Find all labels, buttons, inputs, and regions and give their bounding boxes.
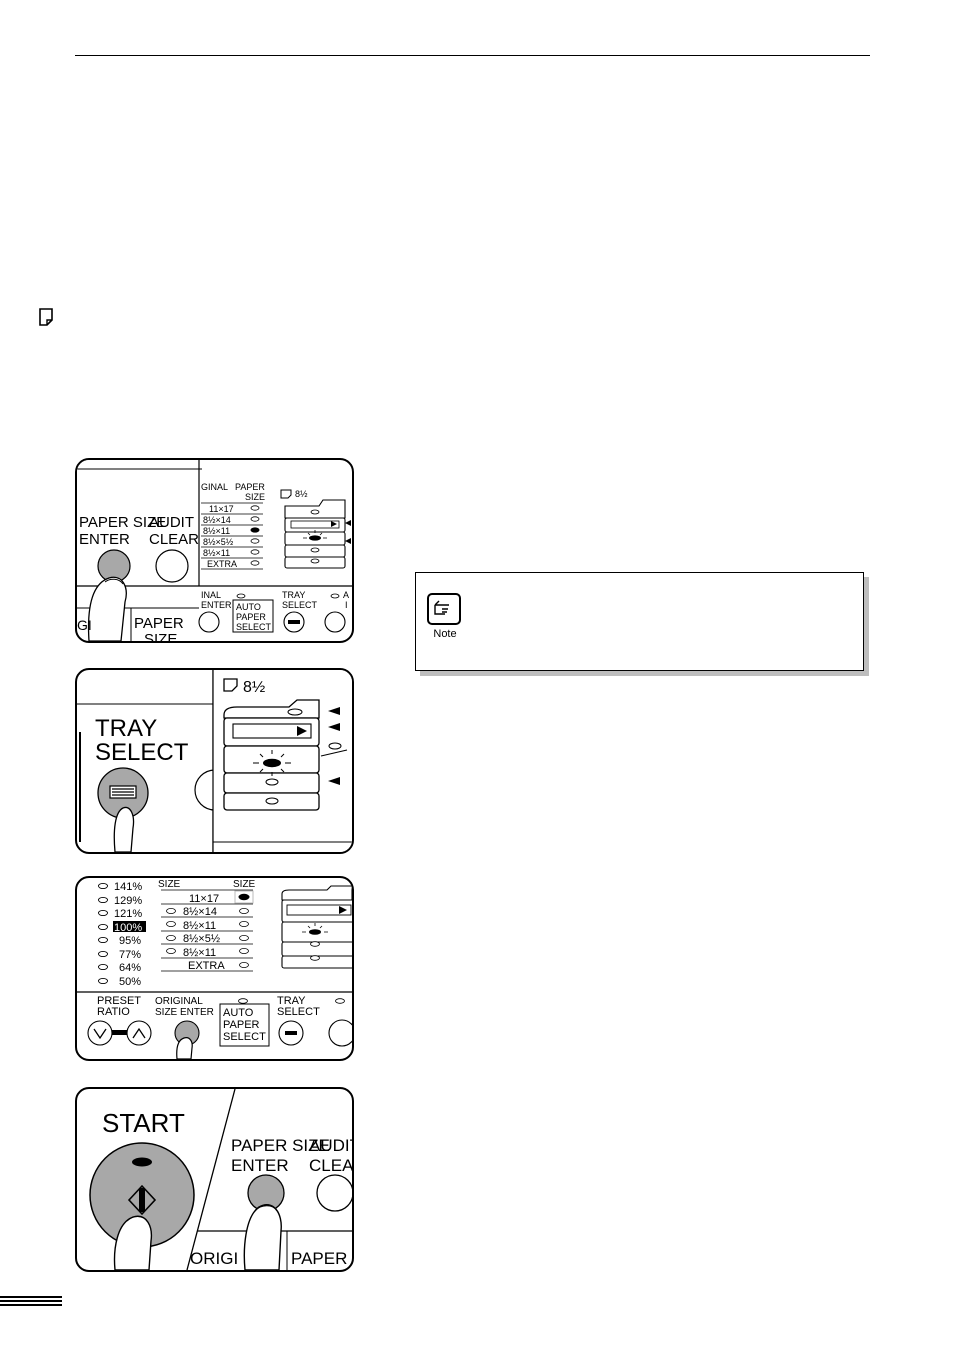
ratio-up-button[interactable] [126, 1020, 152, 1046]
panel-edge-button[interactable] [324, 611, 346, 633]
original-size-enter-1: INAL [201, 590, 221, 600]
ratio-100: 100% [114, 922, 142, 934]
audit-clear-label-1: AUDIT [309, 1136, 352, 1155]
paper-size-enter-label-1: PAPER SIZE [79, 514, 166, 531]
tray-select-label-2: SELECT [282, 600, 318, 610]
auto-paper-select-box[interactable] [232, 599, 274, 633]
finger-pressing-paper-size [243, 1204, 282, 1270]
start-label: START [102, 1108, 185, 1138]
audit-clear-label-2: CLEAR [149, 531, 199, 548]
size-row: 8½×5½ [203, 537, 234, 547]
paper-portrait-icon [280, 489, 292, 499]
bottom-right-label: PAPER [291, 1249, 347, 1268]
auto-paper-select-box[interactable] [219, 1003, 270, 1047]
paper-size-bottom-label-2: SIZE [144, 631, 177, 641]
bottom-rule [0, 1304, 62, 1306]
ratio-141: 141% [114, 881, 142, 893]
paper-portrait-icon [39, 308, 53, 326]
right-edge-label-2: I [345, 600, 348, 610]
size-header-right: SIZE [233, 879, 256, 890]
ratio-129: 129% [114, 895, 142, 907]
size-row: 8½×14 [183, 906, 217, 918]
paper-size-header-2: SIZE [245, 492, 265, 502]
panel-start: START PAPER SIZE ENTER AUDIT CLEA ORIGI … [75, 1087, 354, 1272]
paper-size-header-1: PAPER [235, 482, 265, 492]
size-header-left: SIZE [158, 879, 181, 890]
auto-paper-select-2: PAPER [223, 1019, 260, 1031]
panel-original-size-enter: 141% 129% 121% 100% 95% 77% 64% 50% SIZE… [75, 876, 354, 1061]
ratio-77: 77% [119, 949, 141, 961]
tray-icon-text: 8½ [243, 679, 265, 696]
control-panel-illustration-2: TRAY SELECT 8½ [77, 670, 352, 852]
start-ready-indicator [132, 1157, 152, 1167]
ratio-down-button[interactable] [87, 1020, 113, 1046]
bottom-left-label: ORIGI [190, 1249, 238, 1268]
paper-size-enter-label-1: PAPER SIZE [231, 1136, 330, 1155]
bottom-rule [0, 1300, 62, 1302]
tray-select-label-2: SELECT [277, 1006, 320, 1018]
size-row: 8½×11 [183, 947, 216, 959]
preset-ratio-label-2: RATIO [97, 1006, 130, 1018]
control-panel-illustration-1: PAPER SIZE ENTER AUDIT CLEAR GI PAPER SI… [77, 460, 352, 641]
tray-select-label-1: TRAY [95, 715, 157, 742]
auto-paper-select-3: SELECT [223, 1031, 266, 1043]
panel-edge-button[interactable] [328, 1019, 352, 1047]
preset-ratio-label-1: PRESET [97, 995, 141, 1007]
size-row: 8½×11 [183, 920, 216, 932]
right-edge-label-1: A [343, 590, 349, 600]
ratio-100-highlight [113, 921, 146, 932]
auto-paper-select-1: AUTO [223, 1007, 254, 1019]
original-header: GINAL [201, 482, 228, 492]
top-rule [75, 55, 870, 56]
size-row: 11×17 [209, 504, 234, 514]
audit-clear-label-1: AUDIT [149, 514, 194, 531]
audit-clear-button[interactable] [155, 549, 189, 583]
note-box: Note [415, 572, 864, 671]
audit-clear-label-2: CLEA [309, 1156, 352, 1175]
bottom-rule [0, 1296, 62, 1298]
note-label: Note [433, 628, 457, 640]
size-indicator-lit [250, 527, 260, 533]
ratio-64: 64% [119, 962, 141, 974]
paper-portrait-icon [223, 678, 238, 692]
paper-tray-stack [223, 699, 320, 811]
paper-size-bottom-label-1: PAPER [134, 615, 184, 632]
tray-icon-text: 8½ [295, 489, 308, 499]
size-row: 8½×11 [203, 548, 230, 558]
tray-select-button-icon [109, 785, 137, 799]
size-row: 8½×5½ [183, 933, 220, 945]
ratio-95: 95% [119, 935, 141, 947]
size-row: EXTRA [207, 559, 237, 569]
auto-paper-select-1: AUTO [236, 602, 261, 612]
audit-clear-button[interactable] [316, 1174, 352, 1212]
panel-paper-size-enter: PAPER SIZE ENTER AUDIT CLEAR GI PAPER SI… [75, 458, 354, 643]
tray-indicator-lit [263, 758, 281, 768]
bottom-left-label: GI [77, 617, 92, 633]
finger-pressing [176, 1037, 193, 1059]
finger-pressing [87, 576, 127, 641]
finger-pressing [113, 806, 135, 852]
size-indicator-lit [238, 893, 250, 901]
original-size-enter-label-1: ORIGINAL [155, 996, 203, 1007]
pointing-hand-icon [427, 593, 461, 625]
tray-select-label-1: TRAY [282, 590, 305, 600]
original-size-enter-2: ENTER [201, 600, 232, 610]
paper-size-enter-label-2: ENTER [79, 531, 130, 548]
tray-select-label-2: SELECT [95, 739, 189, 766]
original-size-enter-button[interactable] [198, 611, 220, 633]
ratio-50: 50% [119, 976, 141, 988]
paper-size-enter-label-2: ENTER [231, 1156, 289, 1175]
auto-paper-select-3: SELECT [236, 622, 272, 632]
size-row: 11×17 [189, 893, 219, 905]
size-row: EXTRA [188, 960, 225, 972]
panel-tray-select: TRAY SELECT 8½ [75, 668, 354, 854]
tray-select-label-1: TRAY [277, 995, 306, 1007]
original-size-enter-label-2: SIZE ENTER [155, 1007, 214, 1018]
size-row: 8½×11 [203, 526, 230, 536]
auto-paper-select-2: PAPER [236, 612, 266, 622]
control-panel-illustration-3: 141% 129% 121% 100% 95% 77% 64% 50% SIZE… [77, 879, 352, 1059]
size-row: 8½×14 [203, 515, 231, 525]
ratio-121: 121% [114, 908, 142, 920]
control-panel-illustration-4: START PAPER SIZE ENTER AUDIT CLEA ORIGI … [89, 1089, 352, 1270]
